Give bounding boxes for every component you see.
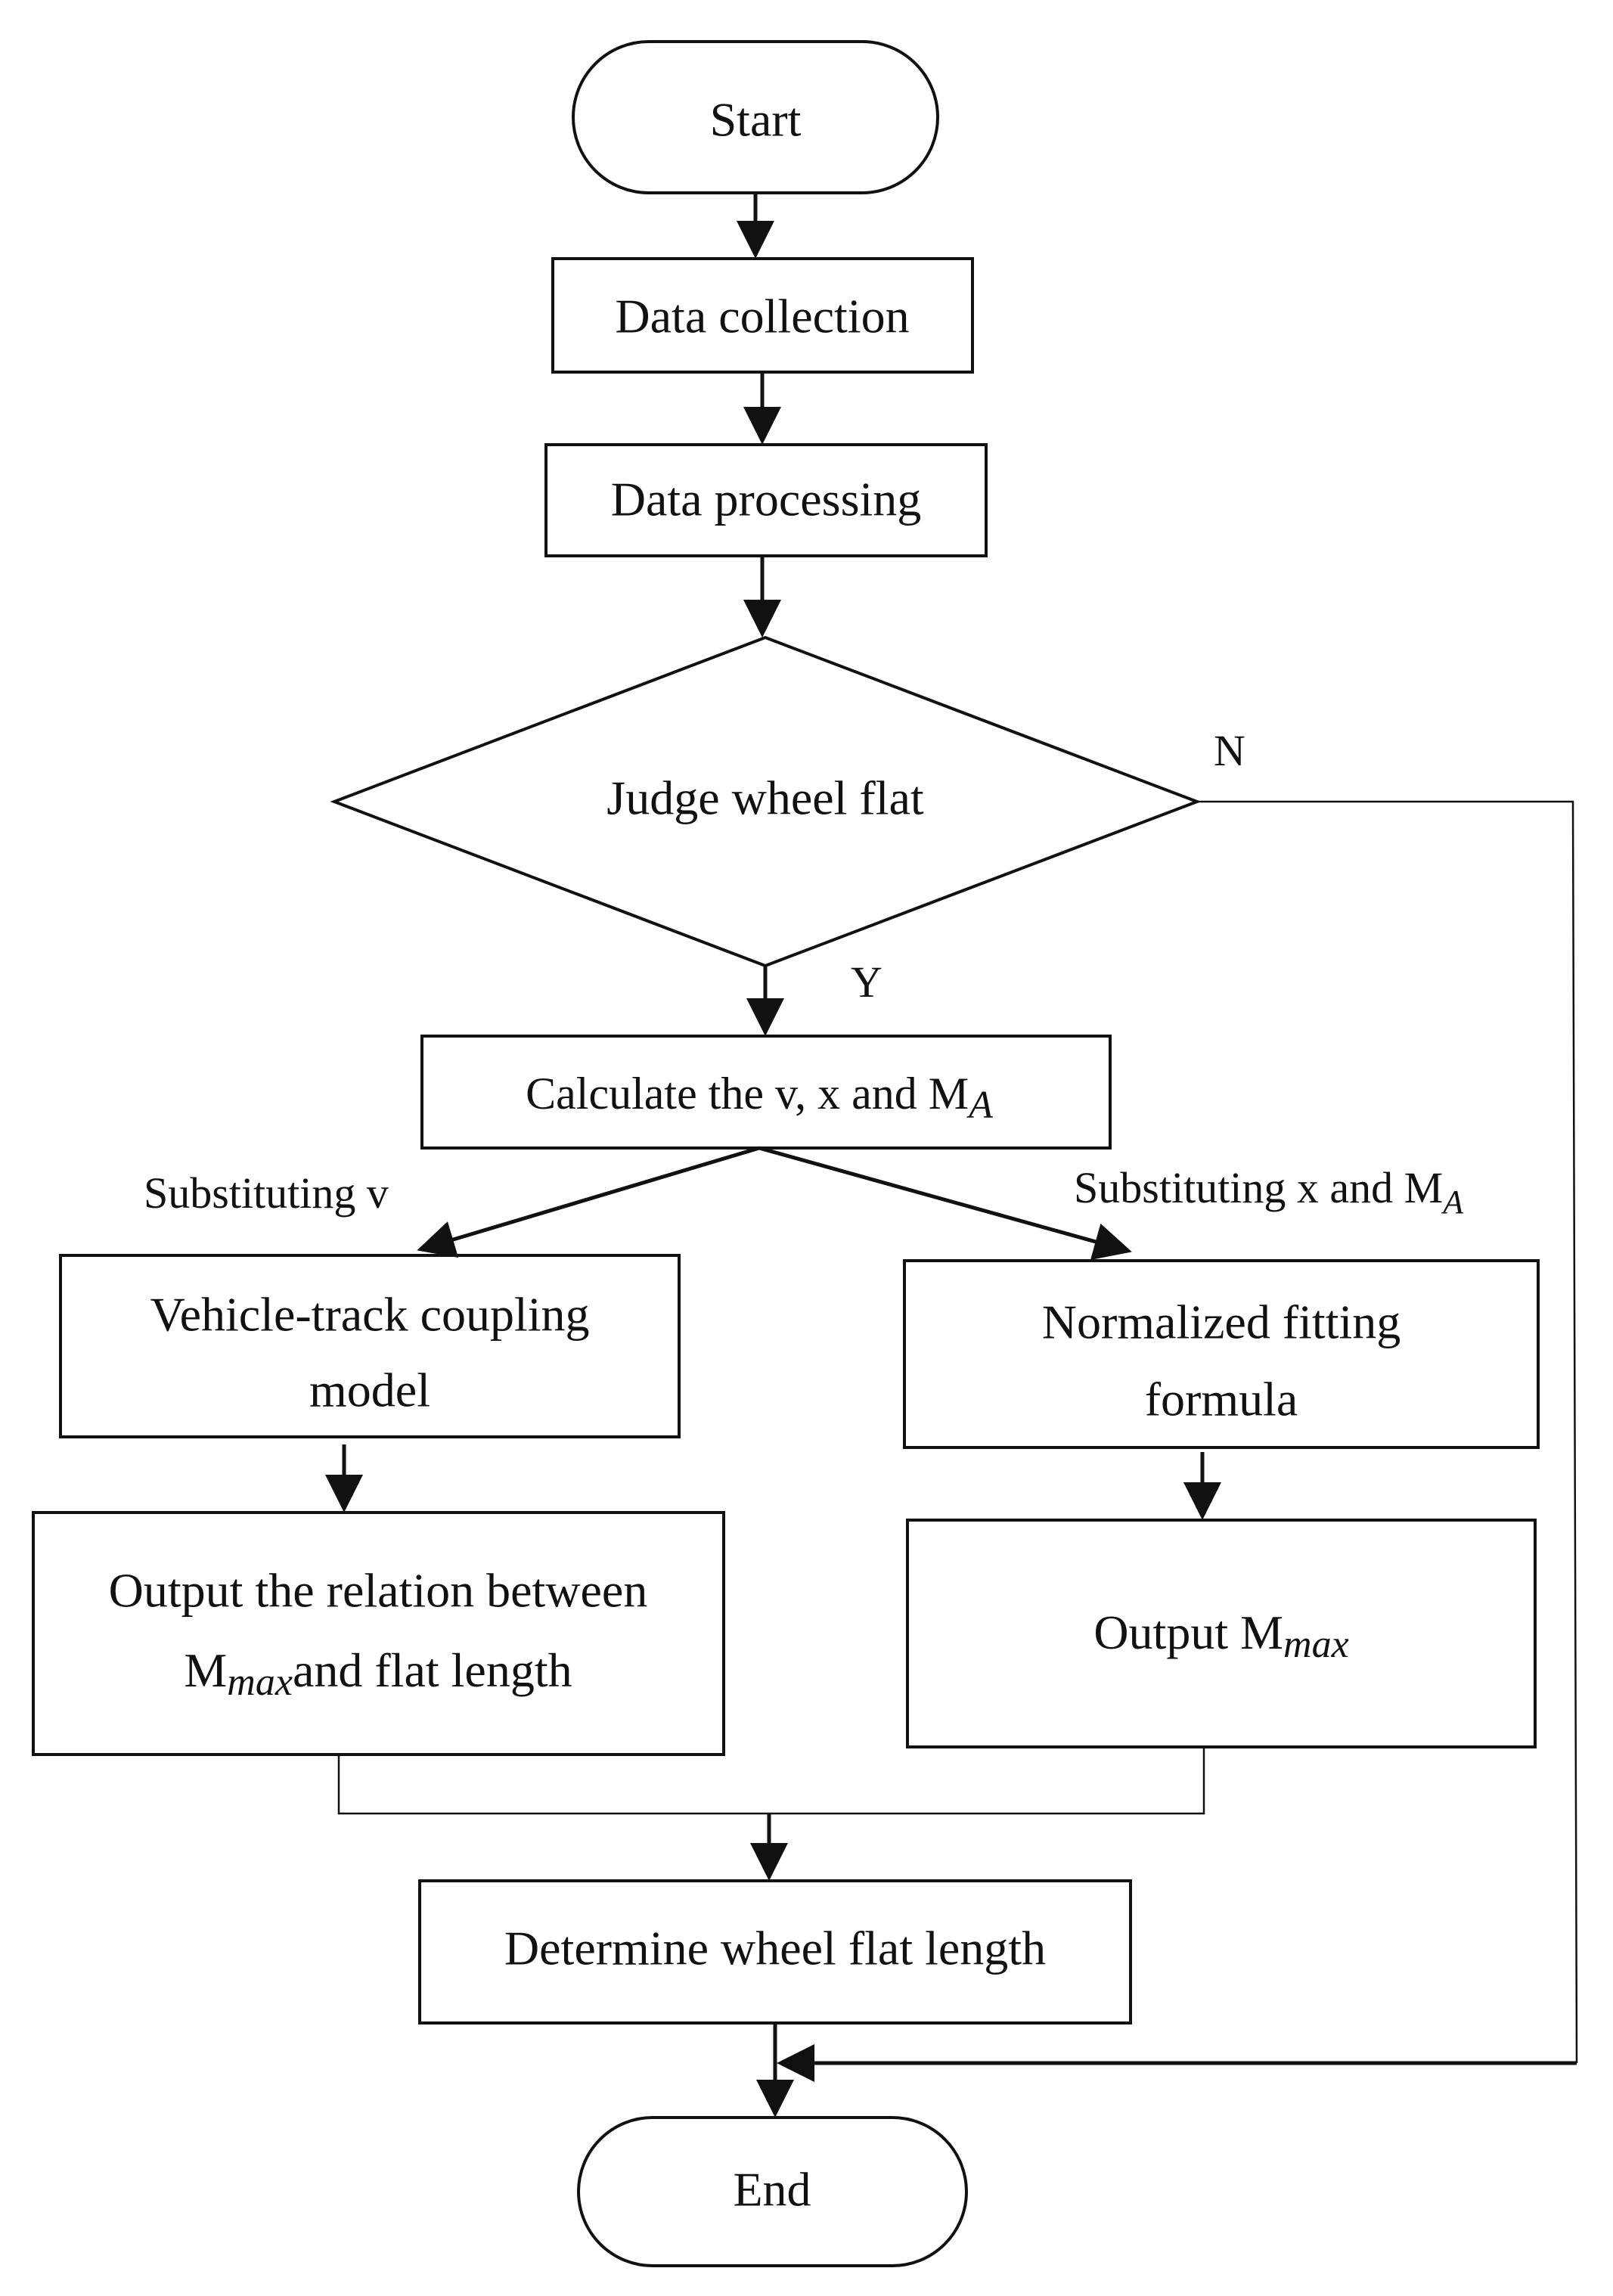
substituting-v-label: Substituting v: [144, 1168, 389, 1218]
merge-connector: [337, 1747, 1205, 1815]
coupling-label-line1: Vehicle-track coupling: [150, 1288, 589, 1342]
end-label: End: [733, 2163, 811, 2217]
vehicle-track-coupling-node: Vehicle-track coupling model: [59, 1254, 681, 1438]
output-mmax-label: Output Mmax: [1093, 1606, 1348, 1666]
determine-length-label: Determine wheel flat length: [504, 1922, 1046, 1975]
calculate-node: Calculate the v, x and MA: [420, 1035, 1112, 1150]
data-processing-node: Data processing: [544, 443, 988, 557]
start-node: Start: [572, 40, 939, 194]
relation-label-line1: Output the relation between: [109, 1564, 648, 1618]
fitting-label-line1: Normalized fitting: [1042, 1295, 1401, 1349]
judge-wheel-flat-label: Judge wheel flat: [606, 771, 924, 825]
data-collection-node: Data collection: [551, 257, 974, 374]
relation-label-line2: Mmaxand flat length: [184, 1643, 572, 1704]
output-relation-node: Output the relation between Mmaxand flat…: [32, 1511, 725, 1756]
fitting-label-line2: formula: [1145, 1373, 1298, 1426]
start-label: Start: [710, 93, 802, 147]
data-processing-label: Data processing: [611, 473, 922, 526]
yes-label: Y: [851, 957, 882, 1007]
arrow-calc-to-coupling: [417, 1146, 760, 1258]
output-mmax-node: Output Mmax: [906, 1519, 1537, 1748]
determine-length-node: Determine wheel flat length: [418, 1879, 1132, 2025]
normalized-fitting-node: Normalized fitting formula: [903, 1259, 1540, 1449]
substituting-xm-label: Substituting x and MA: [1074, 1163, 1464, 1221]
end-node: End: [577, 2116, 968, 2267]
judge-wheel-flat-decision: Judge wheel flat: [330, 635, 1202, 968]
coupling-label-line2: model: [309, 1364, 430, 1417]
calculate-label: Calculate the v, x and MA: [526, 1069, 993, 1127]
data-collection-label: Data collection: [615, 290, 909, 343]
no-label: N: [1214, 726, 1245, 775]
arrow-calc-to-fitting: [758, 1146, 1132, 1261]
no-branch-connector: [1197, 800, 1578, 2064]
